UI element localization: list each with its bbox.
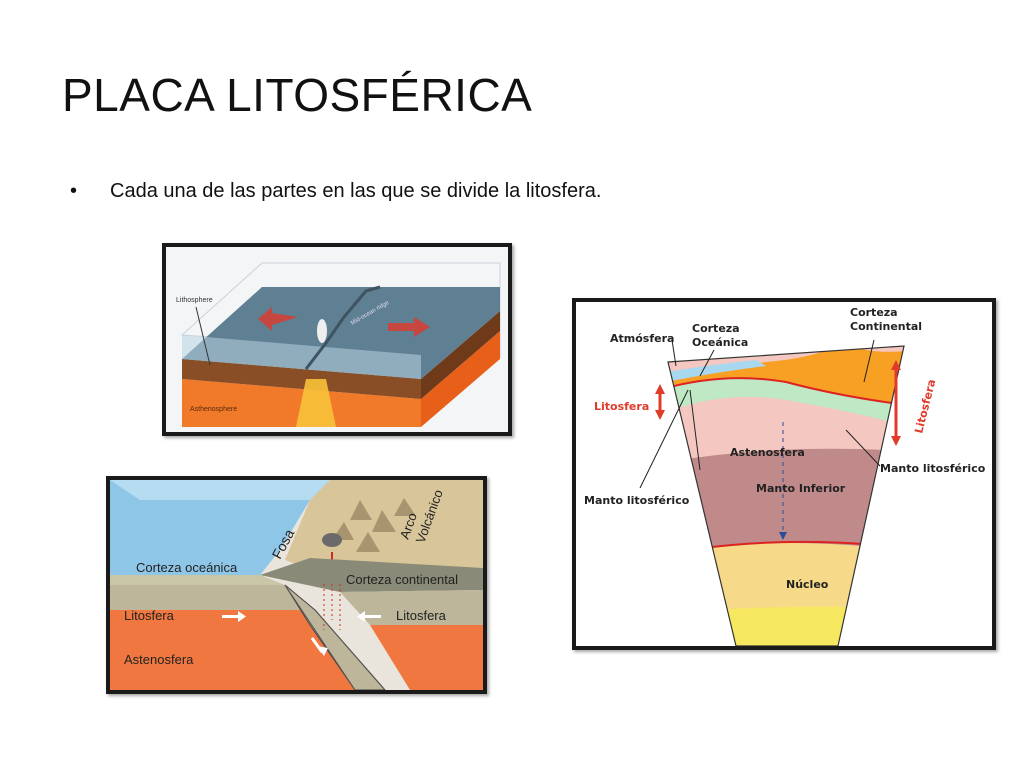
asthenosphere-label: Asthenosphere <box>190 406 237 413</box>
corteza-continental-label-1: Corteza <box>850 306 898 319</box>
lithosphere-label: Lithosphere <box>176 297 213 304</box>
litosfera-left-label: Litosfera <box>594 400 649 413</box>
manto-inferior-label: Manto Inferior <box>756 482 846 495</box>
bullet-item: • Cada una de las partes en las que se d… <box>70 180 601 203</box>
corteza-oceanica-label-1: Corteza <box>692 322 740 335</box>
bullet-marker: • <box>70 180 78 202</box>
litosfera-right-label: Litosfera <box>396 608 447 623</box>
slide-title: PLACA LITOSFÉRICA <box>62 69 533 121</box>
atmosfera-label: Atmósfera <box>610 332 674 345</box>
manto-litosferico-right-label: Manto litosférico <box>880 462 986 475</box>
subduction-figure: Corteza oceánica Corteza continental Lit… <box>106 476 487 694</box>
manto-litosferico-left-label: Manto litosférico <box>584 494 690 507</box>
divergent-boundary-figure: Lithosphere Asthenosphere Mid-ocean ridg… <box>162 243 512 436</box>
litosfera-left-label: Litosfera <box>124 608 175 623</box>
nucleo-label: Núcleo <box>786 578 829 591</box>
corteza-continental-label-2: Continental <box>850 320 922 333</box>
corteza-continental-label: Corteza continental <box>346 572 458 587</box>
earth-layers-figure: Corteza Continental Corteza Oceánica Atm… <box>572 298 996 650</box>
corteza-oceanica-label: Corteza oceánica <box>136 560 238 575</box>
astenosfera-label: Astenosfera <box>124 652 194 667</box>
astenosfera-label: Astenosfera <box>730 446 805 459</box>
corteza-oceanica-label-2: Oceánica <box>692 336 748 349</box>
bullet-text: Cada una de las partes en las que se div… <box>110 180 602 202</box>
